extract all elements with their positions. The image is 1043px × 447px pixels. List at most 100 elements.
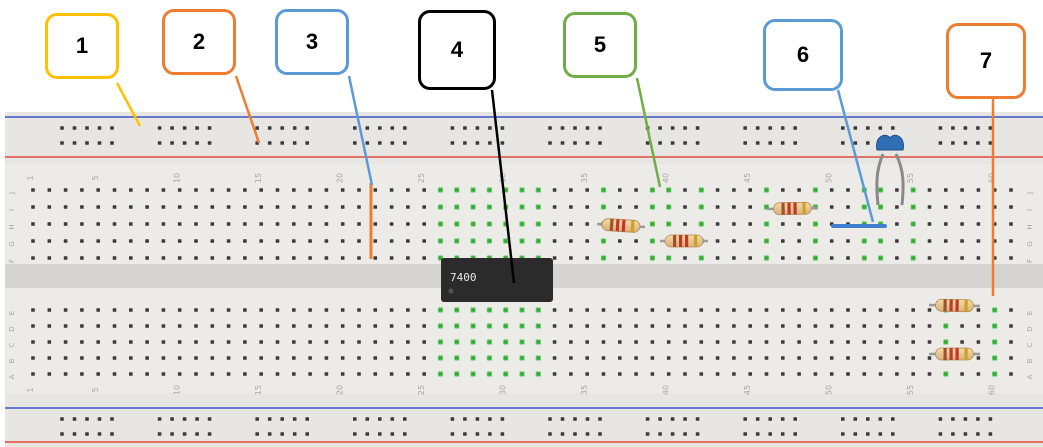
hole bbox=[292, 417, 297, 421]
hole bbox=[560, 417, 565, 421]
hole bbox=[960, 256, 964, 260]
hole bbox=[780, 417, 785, 421]
hole bbox=[748, 340, 752, 344]
hole bbox=[862, 324, 867, 328]
hole bbox=[878, 356, 883, 360]
hole bbox=[793, 432, 797, 436]
hole bbox=[31, 205, 35, 209]
hole bbox=[548, 432, 552, 436]
hole bbox=[210, 188, 215, 192]
hole bbox=[259, 356, 263, 360]
hole bbox=[938, 417, 943, 421]
hole bbox=[976, 205, 981, 209]
hole bbox=[695, 417, 700, 421]
hole bbox=[207, 141, 212, 145]
hole bbox=[110, 126, 114, 130]
column-number: 10 bbox=[173, 173, 182, 183]
hole bbox=[389, 356, 394, 360]
hole bbox=[145, 256, 149, 260]
hole bbox=[650, 308, 655, 312]
hole bbox=[960, 188, 964, 192]
hole bbox=[145, 372, 149, 376]
hole bbox=[308, 256, 312, 260]
hole bbox=[145, 324, 149, 328]
hole bbox=[988, 126, 993, 130]
hole bbox=[878, 324, 883, 328]
row-letter: B bbox=[8, 358, 16, 363]
connected-hole bbox=[437, 355, 444, 361]
hole bbox=[353, 126, 357, 130]
callout-2-label: 2 bbox=[192, 29, 206, 54]
hole bbox=[853, 126, 858, 130]
hole bbox=[207, 417, 212, 421]
connected-hole bbox=[600, 187, 607, 193]
hole bbox=[715, 222, 720, 226]
hole bbox=[634, 308, 638, 312]
column-number: 40 bbox=[662, 385, 671, 395]
hole bbox=[194, 239, 198, 243]
hole bbox=[182, 432, 187, 436]
hole bbox=[829, 356, 834, 360]
hole bbox=[829, 372, 834, 376]
hole bbox=[161, 340, 166, 344]
hole bbox=[797, 188, 801, 192]
resistor bbox=[596, 218, 646, 233]
connected-hole bbox=[600, 255, 607, 261]
hole bbox=[695, 126, 700, 130]
row-letter: A bbox=[1026, 374, 1034, 379]
hole bbox=[275, 372, 280, 376]
hole bbox=[618, 256, 622, 260]
hole bbox=[695, 141, 700, 145]
hole bbox=[373, 239, 378, 243]
hole bbox=[878, 340, 883, 344]
hole bbox=[650, 356, 655, 360]
hole bbox=[259, 324, 263, 328]
hole bbox=[195, 417, 199, 421]
connected-hole bbox=[519, 371, 525, 377]
connected-hole bbox=[437, 339, 444, 345]
hole bbox=[110, 141, 114, 145]
connected-hole bbox=[763, 221, 770, 227]
row-letter: D bbox=[8, 326, 16, 331]
hole bbox=[259, 340, 263, 344]
hole bbox=[63, 340, 68, 344]
hole bbox=[96, 308, 100, 312]
hole bbox=[560, 126, 565, 130]
hole bbox=[601, 324, 606, 328]
connected-hole bbox=[812, 187, 818, 193]
hole bbox=[732, 256, 736, 260]
hole bbox=[853, 417, 858, 421]
hole bbox=[292, 126, 297, 130]
hole bbox=[552, 188, 557, 192]
column-number: 15 bbox=[254, 385, 263, 395]
hole bbox=[31, 188, 35, 192]
callout-3: 3 bbox=[275, 9, 349, 75]
hole bbox=[585, 417, 590, 421]
hole bbox=[666, 308, 671, 312]
hole bbox=[210, 256, 215, 260]
hole bbox=[112, 356, 117, 360]
hole bbox=[841, 141, 845, 145]
hole bbox=[846, 205, 850, 209]
hole bbox=[862, 356, 867, 360]
hole bbox=[976, 432, 980, 436]
hole bbox=[585, 188, 589, 192]
connected-hole bbox=[503, 371, 509, 377]
hole bbox=[112, 308, 117, 312]
bottom-power-rail bbox=[5, 393, 1043, 447]
connected-hole bbox=[878, 238, 884, 244]
hole bbox=[732, 372, 736, 376]
leader-line-3 bbox=[347, 75, 374, 186]
connected-hole bbox=[437, 307, 444, 313]
connected-hole bbox=[454, 323, 460, 329]
hole bbox=[422, 308, 426, 312]
hole bbox=[406, 340, 410, 344]
hole bbox=[585, 324, 589, 328]
hole bbox=[866, 432, 870, 436]
hole bbox=[406, 239, 410, 243]
hole bbox=[463, 432, 467, 436]
hole bbox=[96, 205, 100, 209]
hole bbox=[670, 141, 675, 145]
connected-hole bbox=[943, 371, 949, 377]
